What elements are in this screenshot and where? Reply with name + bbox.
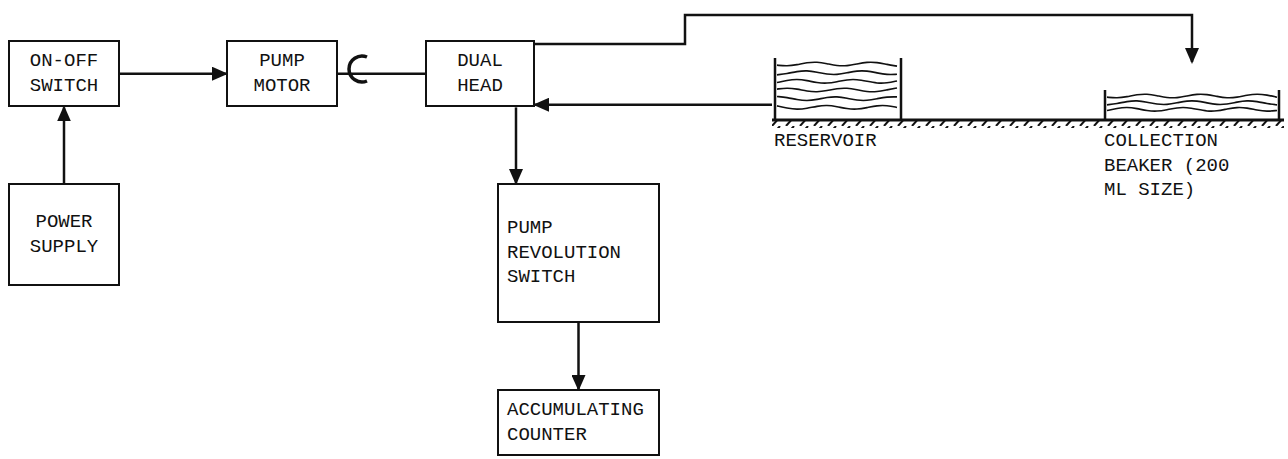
revolution-switch-box: PUMP REVOLUTION SWITCH (497, 183, 660, 323)
box-label: PUMP REVOLUTION SWITCH (507, 216, 650, 290)
vessel-outline (1102, 62, 1282, 127)
motor-box: PUMP MOTOR (226, 40, 338, 107)
power-supply-box: POWER SUPPLY (8, 183, 120, 286)
box-label: POWER SUPPLY (18, 210, 110, 259)
vessel-label: COLLECTION BEAKER (200 ML SIZE) (1104, 129, 1254, 203)
liquid-surface (1107, 101, 1277, 105)
counter-box: ACCUMULATING COUNTER (497, 389, 660, 456)
liquid-surface (777, 88, 897, 92)
pump-head-box: DUAL HEAD (425, 40, 535, 107)
liquid-surface (777, 96, 897, 100)
vessel-wall (775, 58, 901, 120)
connector-arrow (535, 104, 772, 107)
reservoir-vessel: RESERVOIR (772, 55, 904, 154)
switch-box: ON-OFF SWITCH (8, 40, 120, 107)
connector-arrow (120, 72, 226, 75)
liquid-surface (777, 62, 897, 66)
connector-arrow (535, 15, 1192, 62)
connector-arrow (63, 107, 66, 183)
connector-arrow (515, 107, 518, 183)
box-label: ACCUMULATING COUNTER (507, 398, 650, 447)
ground-line (772, 119, 1284, 122)
liquid-surface (777, 80, 897, 84)
liquid-surface (1107, 108, 1277, 112)
connector-arrow (577, 323, 580, 389)
liquid-surface (777, 106, 897, 110)
vessel-label: RESERVOIR (774, 129, 904, 154)
ground-hatching (772, 120, 1284, 128)
connector-arrow (338, 72, 425, 75)
beaker-vessel: COLLECTION BEAKER (200 ML SIZE) (1102, 62, 1282, 203)
box-label: DUAL HEAD (435, 49, 525, 98)
liquid-surface (777, 71, 897, 75)
vessel-outline (772, 55, 904, 127)
vessel-wall (1105, 90, 1279, 120)
box-label: PUMP MOTOR (236, 49, 328, 98)
coupling-symbol (349, 56, 367, 82)
box-label: ON-OFF SWITCH (18, 49, 110, 98)
liquid-surface (1107, 94, 1277, 98)
